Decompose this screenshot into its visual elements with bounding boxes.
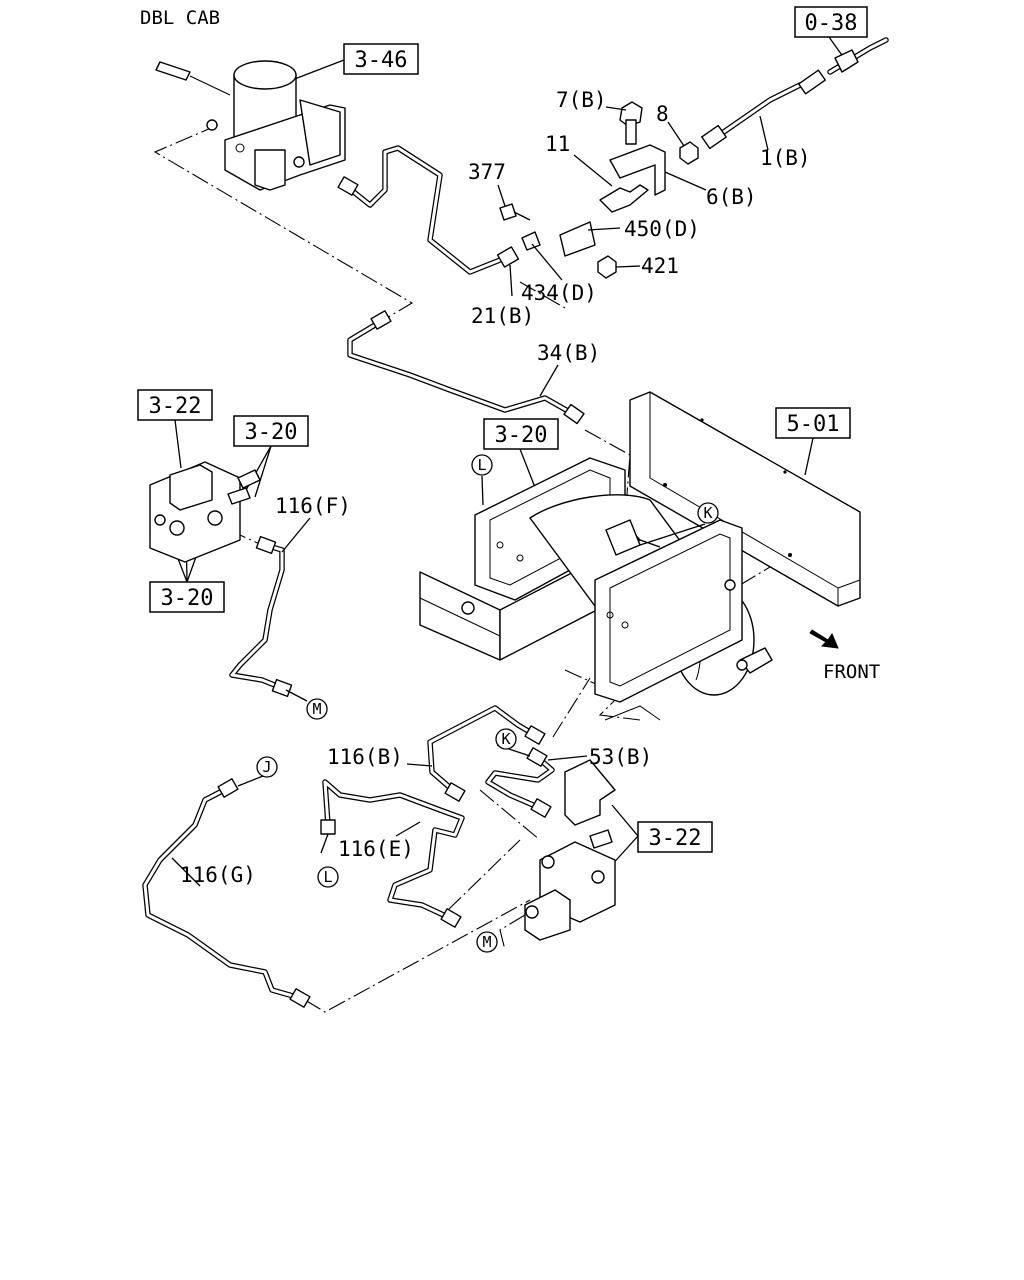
ref-box-3-22-bottom: 3-22 <box>637 821 713 853</box>
svg-text:L: L <box>477 456 486 474</box>
svg-text:3-22: 3-22 <box>149 394 202 419</box>
connector-M-bottom: M <box>476 931 498 953</box>
ref-box-0-38: 0-38 <box>794 6 868 38</box>
label-377: 377 <box>468 160 506 184</box>
connector-K-top: K <box>697 502 719 524</box>
relay-valve-bottom <box>524 759 616 941</box>
connector-J: J <box>256 756 278 778</box>
fittings <box>217 49 859 1008</box>
ref-box-3-22-top: 3-22 <box>137 389 213 421</box>
connector-K-bottom: K <box>495 728 517 750</box>
svg-text:3-46: 3-46 <box>355 48 408 73</box>
svg-text:K: K <box>501 730 510 748</box>
label-7b: 7(B) <box>556 88 607 112</box>
label-434d: 434(D) <box>521 281 597 305</box>
frame-rail <box>629 391 861 607</box>
governor-valve-top <box>149 461 261 563</box>
svg-text:3-20: 3-20 <box>495 423 548 448</box>
svg-text:K: K <box>703 504 712 522</box>
connector-L-bottom: L <box>317 866 339 888</box>
ref-box-3-46: 3-46 <box>343 43 419 75</box>
svg-text:L: L <box>323 868 332 886</box>
svg-text:3-20: 3-20 <box>161 586 214 611</box>
label-421: 421 <box>641 254 679 278</box>
svg-text:J: J <box>262 758 271 776</box>
front-label: FRONT <box>823 661 880 683</box>
label-11: 11 <box>545 132 570 156</box>
label-450d: 450(D) <box>624 217 700 241</box>
air-tank-assembly <box>419 457 773 721</box>
label-21b: 21(B) <box>471 304 534 328</box>
air-dryer <box>155 60 346 191</box>
svg-text:5-01: 5-01 <box>787 412 840 437</box>
ref-box-3-20-b: 3-20 <box>483 418 559 450</box>
diagram-title: DBL CAB <box>140 7 220 29</box>
connector-M-top: M <box>306 698 328 720</box>
label-6b: 6(B) <box>706 185 757 209</box>
label-116e: 116(E) <box>338 837 414 861</box>
front-arrow-icon <box>809 629 839 649</box>
ref-box-3-20-c: 3-20 <box>149 581 225 613</box>
label-leaders <box>171 106 769 887</box>
label-116g: 116(G) <box>180 863 256 887</box>
ref-leaders <box>166 36 845 879</box>
label-116f: 116(F) <box>275 494 351 518</box>
ref-box-5-01: 5-01 <box>775 407 851 439</box>
svg-text:0-38: 0-38 <box>805 11 858 36</box>
svg-text:3-20: 3-20 <box>245 420 298 445</box>
pipes <box>142 37 889 1001</box>
label-116b: 116(B) <box>327 745 403 769</box>
label-8: 8 <box>656 102 669 126</box>
svg-text:3-22: 3-22 <box>649 826 702 851</box>
connector-L-top: L <box>471 454 493 476</box>
ref-box-3-20-a: 3-20 <box>233 415 309 447</box>
svg-text:M: M <box>312 700 321 718</box>
part-labels: 7(B) 8 11 377 1(B) 6(B) 450(D) 421 434(D… <box>180 88 811 887</box>
svg-text:M: M <box>482 933 491 951</box>
label-1b: 1(B) <box>760 146 811 170</box>
label-53b: 53(B) <box>589 745 652 769</box>
label-34b: 34(B) <box>537 341 600 365</box>
